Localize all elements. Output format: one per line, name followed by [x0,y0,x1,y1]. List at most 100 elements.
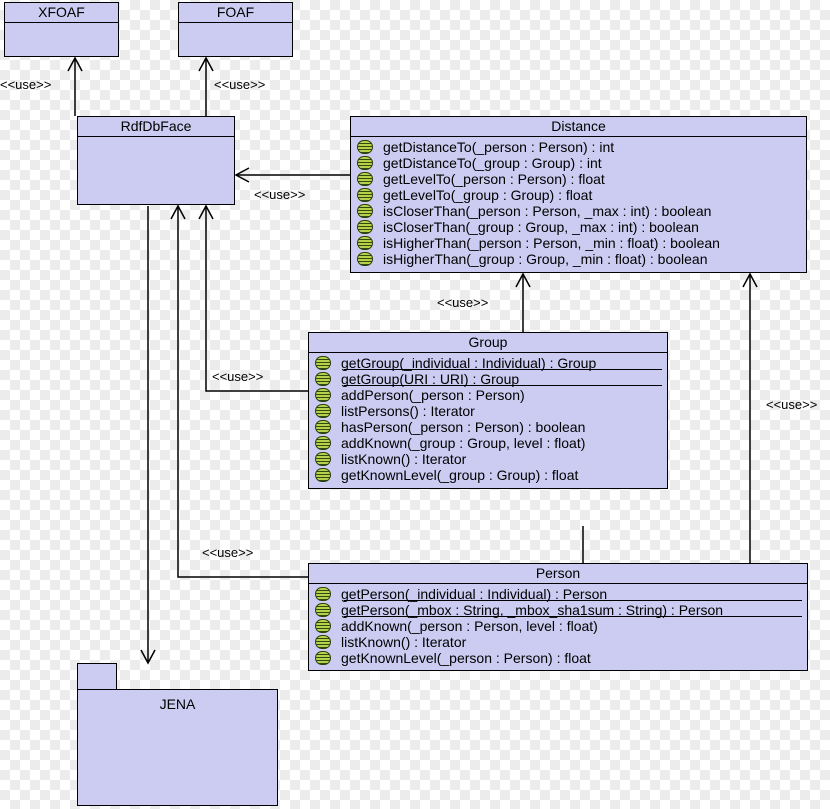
method-signature: getKnownLevel(_person : Person) : float [341,650,591,666]
method-row[interactable]: isHigherThan(_person : Person, _min : fl… [355,235,806,251]
arrowhead [742,272,758,288]
method-icon [313,603,333,617]
method-icon [313,635,333,649]
method-list: getGroup(_individual : Individual) : Gro… [309,353,667,483]
method-row[interactable]: getDistanceTo(_person : Person) : int [355,139,806,155]
method-icon [313,651,333,665]
method-row[interactable]: isCloserThan(_person : Person, _max : in… [355,203,806,219]
dep-group-rdf [205,206,308,392]
method-row[interactable]: addPerson(_person : Person) [313,387,667,403]
stereotype-label: <<use>> [214,77,266,92]
method-row[interactable]: getKnownLevel(_group : Group) : float [313,467,667,483]
static-underline [344,368,662,370]
method-signature: getPerson(_individual : Individual) : Pe… [341,586,608,602]
method-signature: addPerson(_person : Person) [341,387,525,403]
arrowhead [198,56,214,72]
method-row[interactable]: getKnownLevel(_person : Person) : float [313,650,807,666]
method-icon [355,140,375,154]
package-jena[interactable]: JENA [77,689,278,806]
method-icon [355,204,375,218]
method-signature: isHigherThan(_group : Group, _min : floa… [383,251,708,267]
method-signature: getPerson(_mbox : String, _mbox_sha1sum … [341,602,724,618]
arrowhead [67,56,83,72]
method-row[interactable]: getLevelTo(_person : Person) : float [355,171,806,187]
method-icon [313,356,333,370]
stereotype-label: <<use>> [437,295,489,310]
method-signature: getKnownLevel(_group : Group) : float [341,467,579,483]
method-row[interactable]: isCloserThan(_group : Group, _max : int)… [355,219,806,235]
method-row[interactable]: isHigherThan(_group : Group, _min : floa… [355,251,806,267]
method-list: getPerson(_individual : Individual) : Pe… [309,584,807,666]
method-signature: getGroup(_individual : Individual) : Gro… [341,355,597,371]
method-signature: getLevelTo(_person : Person) : float [383,171,605,187]
method-signature: addKnown(_group : Group, level : float) [341,435,586,451]
class-title: RdfDbFace [78,117,234,137]
method-row[interactable]: listPersons() : Iterator [313,403,667,419]
method-signature: getGroup(URI : URI) : Group [341,371,520,387]
method-icon [313,452,333,466]
arrowhead [515,272,531,288]
arrowhead [234,167,250,183]
class-xfoaf[interactable]: XFOAF [4,2,119,57]
method-icon [313,420,333,434]
method-icon [313,587,333,601]
stereotype-label: <<use>> [212,369,264,384]
static-underline [344,599,802,601]
method-row[interactable]: addKnown(_group : Group, level : float) [313,435,667,451]
method-icon [313,404,333,418]
method-signature: isCloserThan(_person : Person, _max : in… [383,203,712,219]
class-rdfdbface[interactable]: RdfDbFace [77,116,235,205]
method-signature: isCloserThan(_group : Group, _max : int)… [383,219,699,235]
method-signature: hasPerson(_person : Person) : boolean [341,419,586,435]
arrowhead [198,204,214,220]
stereotype-label: <<use>> [0,77,52,92]
method-icon [313,388,333,402]
method-row[interactable]: getGroup(URI : URI) : Group [313,371,667,387]
class-foaf[interactable]: FOAF [178,2,293,57]
method-row[interactable]: getPerson(_individual : Individual) : Pe… [313,586,807,602]
static-underline [344,615,802,617]
method-signature: getDistanceTo(_person : Person) : int [383,139,615,155]
stereotype-label: <<use>> [202,545,254,560]
class-group[interactable]: Group getGroup(_individual : Individual)… [308,332,668,489]
method-signature: listKnown() : Iterator [341,451,467,467]
method-row[interactable]: getPerson(_mbox : String, _mbox_sha1sum … [313,602,807,618]
method-icon [355,172,375,186]
method-icon [313,436,333,450]
method-row[interactable]: listKnown() : Iterator [313,451,667,467]
method-signature: getDistanceTo(_group : Group) : int [383,155,602,171]
arrowhead [140,649,156,665]
stereotype-label: <<use>> [254,187,306,202]
arrowhead [170,204,186,220]
method-row[interactable]: listKnown() : Iterator [313,634,807,650]
method-icon [313,468,333,482]
class-distance[interactable]: Distance getDistanceTo(_person : Person)… [350,116,807,273]
method-icon [355,220,375,234]
method-icon [355,236,375,250]
method-row[interactable]: getGroup(_individual : Individual) : Gro… [313,355,667,371]
method-icon [355,156,375,170]
method-icon [355,188,375,202]
class-person[interactable]: Person getPerson(_individual : Individua… [308,563,808,671]
class-title: Distance [351,117,806,137]
method-icon [313,619,333,633]
method-row[interactable]: getDistanceTo(_group : Group) : int [355,155,806,171]
class-title: Group [309,333,667,353]
dep-person-rdf [177,206,308,578]
class-title: Person [309,564,807,584]
stereotype-label: <<use>> [766,397,818,412]
method-signature: listPersons() : Iterator [341,403,475,419]
package-tab [77,663,117,691]
static-underline [344,384,662,386]
method-row[interactable]: addKnown(_person : Person, level : float… [313,618,807,634]
method-signature: isHigherThan(_person : Person, _min : fl… [383,235,720,251]
package-name: JENA [159,696,196,712]
method-signature: getLevelTo(_group : Group) : float [383,187,593,203]
method-icon [313,372,333,386]
method-row[interactable]: getLevelTo(_group : Group) : float [355,187,806,203]
method-signature: addKnown(_person : Person, level : float… [341,618,598,634]
method-icon [355,252,375,266]
method-row[interactable]: hasPerson(_person : Person) : boolean [313,419,667,435]
